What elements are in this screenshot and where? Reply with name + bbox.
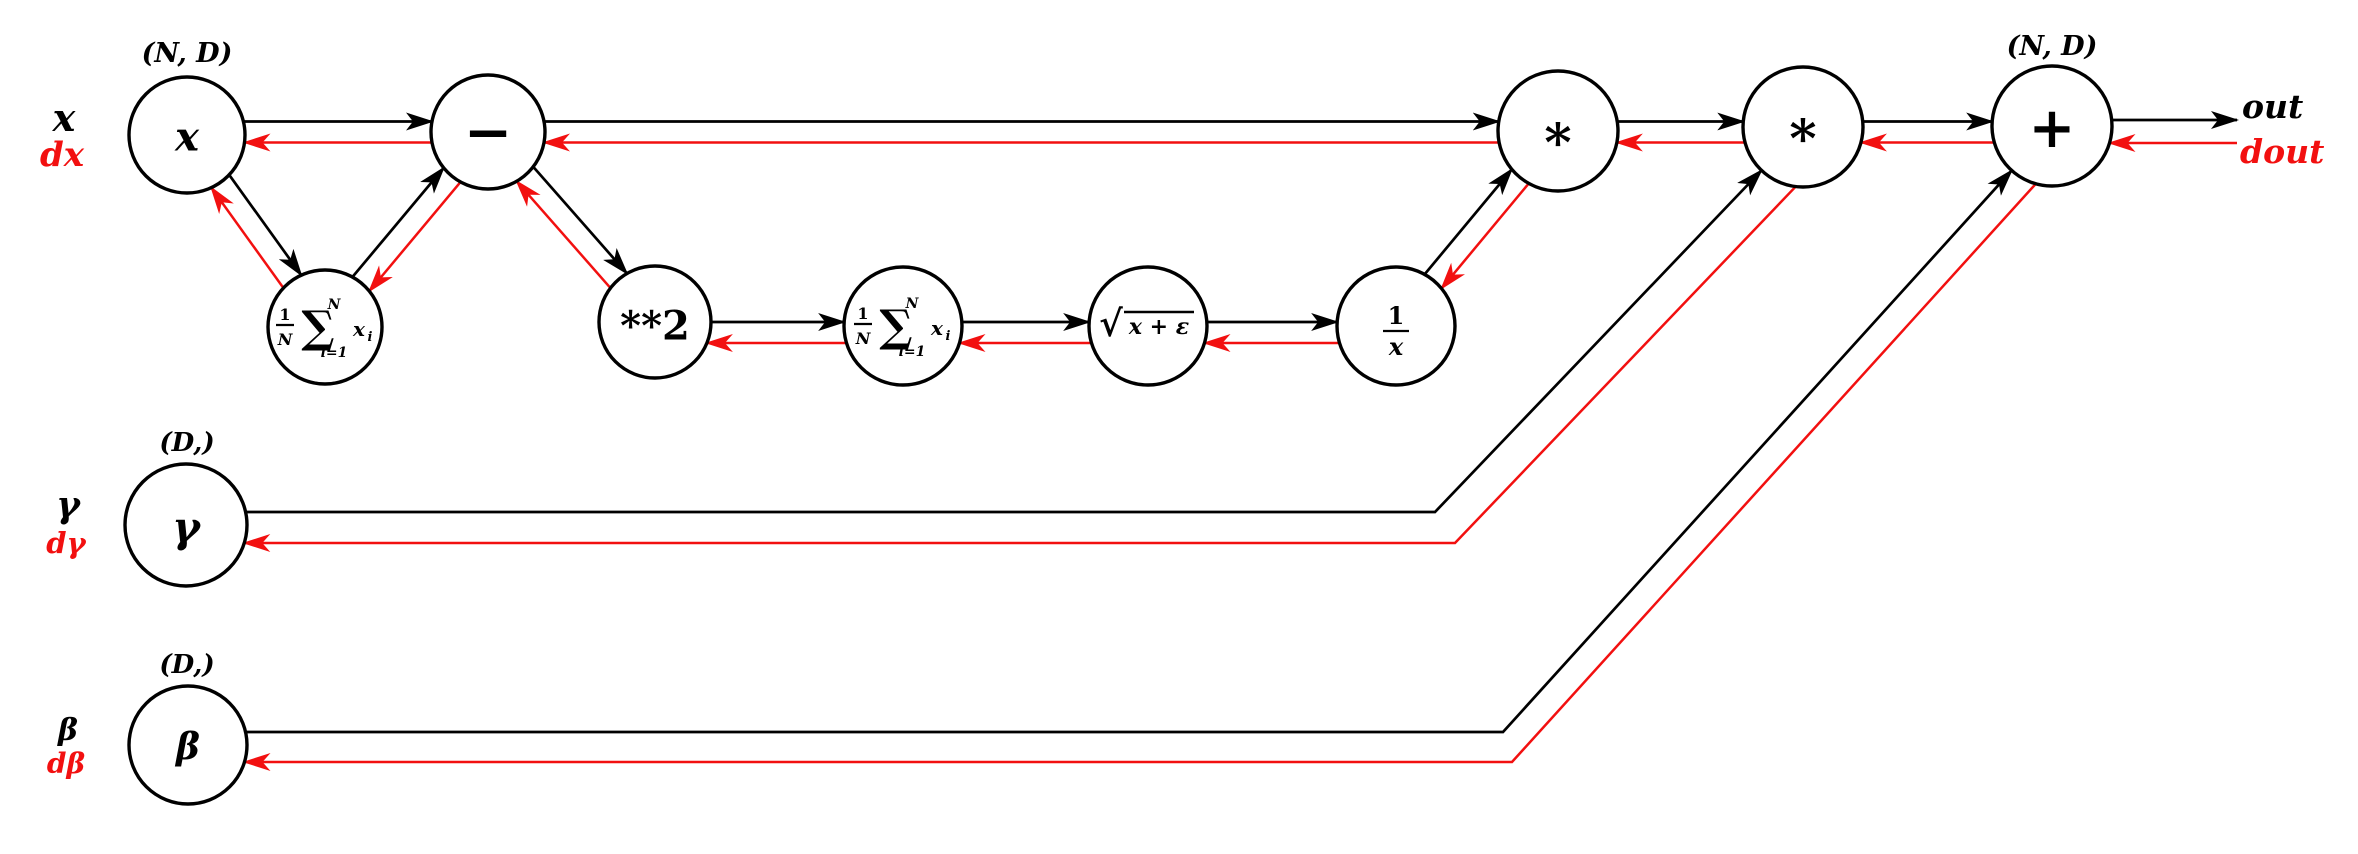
node-mean1-label-sum: ∑	[301, 302, 334, 353]
node-sq-circle	[597, 264, 713, 380]
node-beta-label: β	[174, 726, 200, 768]
edge-backward-x-mean1	[210, 186, 285, 289]
node-mean2-label-sum: ∑	[879, 301, 912, 352]
node-plus-circle	[1990, 64, 2114, 188]
label-beta-symbol: β	[57, 713, 78, 748]
edge-forward-gamma-mul2	[245, 168, 1763, 514]
node-mean2-label-arg-sub: i	[946, 329, 951, 344]
edge-forward-mean1-minus	[351, 166, 445, 278]
edges-layer	[210, 111, 2239, 771]
node-plus-label: +	[2029, 95, 2076, 161]
node-sqrt-circle	[1087, 265, 1209, 387]
node-mean2-label-sum-sub: i=1	[899, 344, 926, 360]
edge-backward-minus-sq	[515, 179, 612, 289]
node-inv-label-num: 1	[1388, 301, 1405, 330]
label-beta-grad-symbol: dβ	[47, 747, 86, 780]
node-x-circle	[127, 75, 247, 195]
edge-forward-beta-plus	[245, 168, 2014, 734]
edge-forward-minus-sq	[532, 165, 629, 275]
node-mul1-label: ∗	[1540, 103, 1576, 164]
label-gamma-symbol: γ	[56, 484, 82, 526]
node-sqrt-label-radical: √	[1099, 303, 1123, 345]
label-beta-shape: (D,)	[159, 650, 214, 680]
label-input-shape: (N, D)	[142, 38, 233, 69]
node-mean1-label-sum-sup: N	[327, 297, 342, 313]
nodes-layer	[123, 64, 2114, 806]
node-inv-label-den: x	[1388, 332, 1404, 361]
node-mean1-label-frac-num: 1	[279, 305, 290, 324]
edge-backward-mean1-minus	[368, 181, 462, 293]
node-mean1-label-sum-sub: i=1	[321, 345, 348, 361]
edge-forward-inv-mul1	[1423, 167, 1514, 276]
edge-backward-inv-mul1	[1440, 182, 1530, 290]
node-mean1-label-arg: x	[352, 317, 366, 341]
node-mul2-label: ∗	[1785, 99, 1821, 160]
label-input-grad-symbol: dx	[40, 135, 85, 175]
node-sq-label: **2	[620, 303, 690, 350]
node-mean1-label-frac-den: N	[277, 330, 294, 349]
label-out-label: out	[2242, 87, 2303, 126]
label-gamma-grad-symbol: dγ	[46, 526, 87, 560]
node-mean1-label-arg-sub: i	[368, 330, 373, 345]
edge-forward-x-mean1	[228, 174, 303, 277]
node-mul1-circle	[1496, 69, 1620, 193]
node-mean2-label-sum-sup: N	[905, 296, 920, 312]
node-beta-circle	[127, 684, 249, 806]
node-inv-circle	[1335, 265, 1457, 387]
node-mean2-circle	[842, 265, 964, 387]
label-dout-label: dout	[2240, 132, 2324, 171]
node-gamma-label: γ	[172, 503, 202, 552]
label-input-symbol: x	[52, 95, 77, 140]
node-x-label: x	[174, 114, 200, 161]
edge-backward-beta-plus	[242, 182, 2037, 771]
node-mul2-circle	[1741, 65, 1865, 189]
node-mean2-label-frac-num: 1	[857, 304, 868, 323]
label-out-shape: (N, D)	[2007, 31, 2098, 62]
node-minus-circle	[429, 73, 547, 191]
label-gamma-shape: (D,)	[159, 428, 214, 458]
node-mean1-circle	[266, 268, 384, 386]
node-minus-label: −	[464, 98, 513, 166]
node-mean2-label-frac-den: N	[855, 329, 872, 348]
edge-backward-gamma-mul2	[242, 185, 1797, 552]
node-gamma-circle	[123, 462, 249, 588]
node-sqrt-label-arg: x + ε	[1128, 314, 1189, 340]
node-mean2-label-arg: x	[930, 316, 944, 340]
